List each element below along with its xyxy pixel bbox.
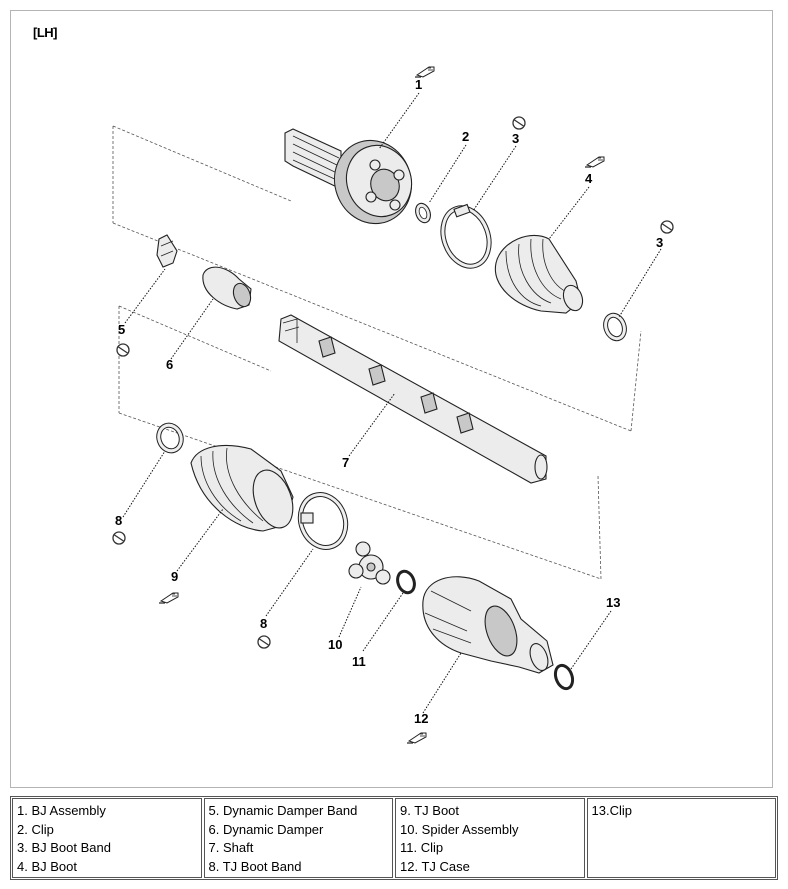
shaft-part: [278, 314, 548, 484]
spider-assembly-part: [348, 541, 391, 585]
tj-boot-band-part-right: [297, 492, 349, 550]
callout-1: 1: [415, 77, 422, 92]
callout-9: 9: [171, 569, 178, 584]
callout-10: 10: [328, 637, 342, 652]
view-label: [LH]: [33, 25, 58, 40]
assembly-guide-lines: [112, 125, 642, 580]
legend-item: 13.Clip: [591, 803, 632, 818]
clip-part-11: [396, 569, 416, 595]
dynamic-damper-band-part: [156, 234, 178, 268]
callout-3: 3: [512, 131, 519, 146]
callout-7: 7: [342, 455, 349, 470]
legend-item: 2. Clip: [17, 821, 54, 837]
leader-lines: [122, 92, 662, 714]
legend-item: 10. Spider Assembly: [400, 821, 519, 837]
clip-part-13: [553, 663, 575, 691]
bj-boot-band-part-upper: [440, 203, 492, 269]
grease-icon: [584, 156, 605, 168]
bj-assembly-part: [284, 128, 413, 225]
legend-item: 11. Clip: [400, 840, 444, 855]
dynamic-damper-part: [202, 266, 252, 310]
callout-5: 5: [118, 322, 125, 337]
callout-6: 6: [166, 357, 173, 372]
callout-4: 4: [585, 171, 593, 186]
legend-item: 7. Shaft: [208, 840, 254, 855]
legend-column-4: 13.Clip: [586, 798, 776, 878]
callout-13: 13: [606, 595, 620, 610]
legend-column-2: 5. Dynamic Damper Band 6. Dynamic Damper…: [203, 798, 393, 878]
parts-legend-table: 1. BJ Assembly 2. Clip 3. BJ Boot Band 4…: [10, 796, 778, 880]
tj-boot-part: [190, 444, 294, 532]
callout-2: 2: [462, 129, 469, 144]
callout-3: 3: [656, 235, 663, 250]
replace-part-icon: [116, 343, 130, 357]
legend-item: 9. TJ Boot: [400, 803, 460, 818]
replace-part-icon: [257, 635, 271, 649]
callout-11: 11: [352, 654, 366, 669]
clip-part-2: [415, 202, 431, 224]
grease-icon: [414, 66, 435, 78]
legend-column-1: 1. BJ Assembly 2. Clip 3. BJ Boot Band 4…: [12, 798, 202, 878]
replace-part-icon: [112, 531, 126, 545]
callout-12: 12: [414, 711, 428, 726]
legend-item: 1. BJ Assembly: [17, 803, 106, 818]
legend-item: 6. Dynamic Damper: [208, 821, 324, 837]
callout-8: 8: [260, 616, 267, 631]
legend-item: 8. TJ Boot Band: [208, 858, 302, 874]
tj-case-part: [422, 576, 554, 674]
legend-item: 3. BJ Boot Band: [17, 840, 111, 855]
exploded-view-diagram: 1 2 3 4 3 5 6 7 8 9 8 10 11 12 13: [112, 66, 674, 744]
legend-item: 12. TJ Case: [400, 858, 470, 874]
callout-8: 8: [115, 513, 122, 528]
diagram-frame: 1 2 3 4 3 5 6 7 8 9 8 10 11 12 13 [LH]: [10, 10, 773, 788]
replace-part-icon: [660, 220, 674, 234]
tj-boot-band-part-left: [156, 422, 184, 454]
bj-boot-part: [494, 234, 584, 314]
bj-boot-band-part-right: [603, 312, 627, 342]
grease-icon: [158, 592, 179, 604]
legend-item: 4. BJ Boot: [17, 858, 77, 874]
replace-part-icon: [512, 116, 526, 130]
legend-item: 5. Dynamic Damper Band: [208, 803, 358, 818]
grease-icon: [406, 732, 427, 744]
legend-column-3: 9. TJ Boot 10. Spider Assembly 11. Clip …: [395, 798, 585, 878]
